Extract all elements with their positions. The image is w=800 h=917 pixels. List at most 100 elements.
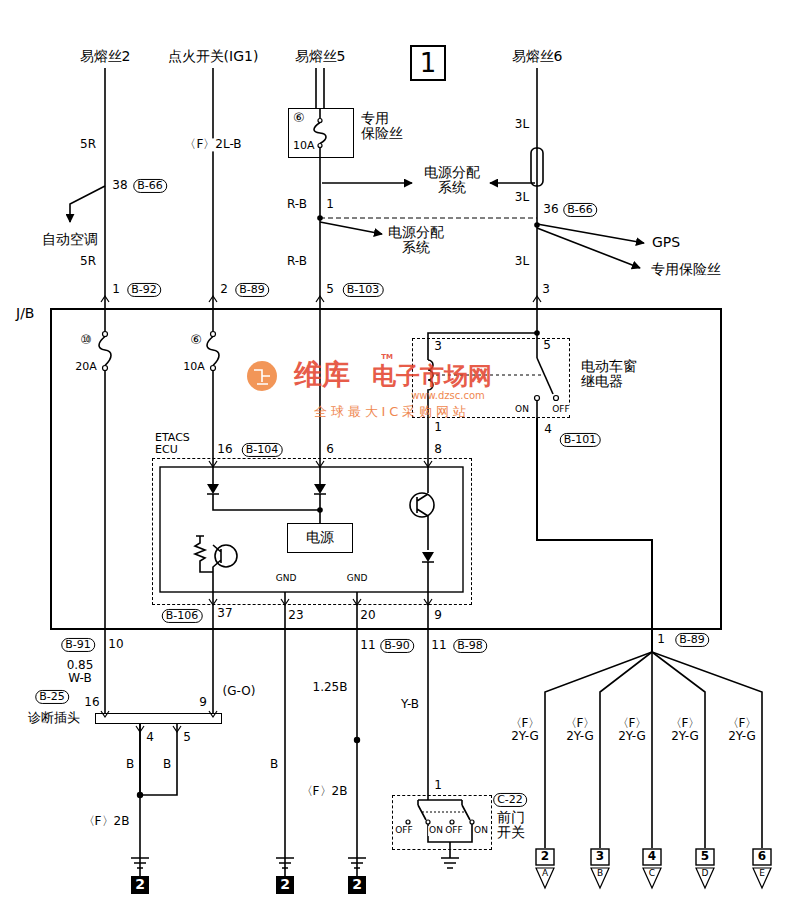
- watermark: 维库: [293, 360, 351, 391]
- wire-label: 点火开关(IG1): [167, 49, 260, 64]
- connector-id: B-89: [235, 283, 269, 297]
- connector-id: B-25: [35, 690, 69, 704]
- wire-label: GND: [275, 574, 298, 584]
- terminal-triangle: [643, 868, 661, 888]
- wire-connector: [104, 630, 106, 713]
- watermark-logo: [247, 361, 277, 391]
- wire-label: 〈F〉2B: [82, 815, 131, 828]
- wire-label: Y-B: [400, 698, 420, 711]
- wire-label: 〈F〉 2Y-G: [723, 717, 761, 743]
- wire-label: 1: [433, 421, 443, 434]
- wire: [212, 458, 214, 484]
- watermark: www.dzsc.com: [410, 390, 486, 401]
- node-title: 2: [535, 850, 555, 863]
- wire-label: B: [269, 758, 279, 771]
- terminal-circle: [318, 119, 322, 123]
- wire-label: 3L: [514, 118, 530, 131]
- wire: [70, 186, 105, 222]
- terminal-circle: [103, 332, 108, 337]
- wire: [195, 536, 213, 572]
- wire-connector: [427, 605, 429, 795]
- terminal-circle: [554, 396, 559, 401]
- junction-dot: [317, 507, 323, 513]
- terminal-circle: [103, 366, 108, 371]
- wire-label: 6: [325, 443, 335, 456]
- wire-label: 自动空调: [41, 232, 99, 247]
- fuse-box: ⑥10A专用 保险丝: [288, 108, 354, 158]
- node-text: C: [642, 869, 662, 879]
- terminal-circle: [318, 144, 322, 148]
- terminal-triangle: [536, 868, 554, 888]
- terminal-circle: [450, 820, 454, 824]
- wire-connector: [212, 605, 214, 713]
- terminal-circle: [535, 396, 540, 401]
- junction-dot: [137, 215, 540, 798]
- wire: [417, 494, 428, 550]
- wire: [410, 493, 434, 517]
- connector-id: B-98: [453, 639, 487, 653]
- wire-label: 〈F〉2L-B: [183, 138, 242, 151]
- connector-id: B-92: [127, 283, 161, 297]
- node-text: E: [752, 869, 772, 879]
- terminal-box: [753, 849, 771, 865]
- wire-label: 11: [359, 639, 376, 652]
- node-text: A: [535, 869, 555, 879]
- node-title: 电动车窗 继电器: [581, 359, 639, 390]
- wire: [537, 228, 640, 268]
- connector-id: B-66: [563, 203, 597, 217]
- wire-connector: [427, 418, 429, 458]
- terminal-triangle: [591, 868, 609, 888]
- wire-label: 专用保险丝: [650, 262, 722, 277]
- wire: [101, 296, 541, 302]
- wire-label: 5: [325, 283, 335, 296]
- wire: [422, 562, 434, 605]
- connector-id: B-103: [343, 283, 384, 297]
- connector-terminal: 5D: [695, 848, 715, 890]
- wire: [314, 494, 326, 523]
- terminal-box: [536, 849, 554, 865]
- wire-label: 9: [433, 609, 443, 622]
- wire: [441, 858, 459, 868]
- watermark-logo: [254, 370, 270, 384]
- wire-label: 38: [111, 179, 128, 192]
- wire: [536, 68, 538, 358]
- node-title: 1: [412, 49, 444, 78]
- wire: [314, 123, 326, 144]
- node-title: 5: [695, 850, 715, 863]
- wire-label: 1: [656, 633, 666, 646]
- wire: [215, 545, 237, 567]
- wire-label: 16: [83, 696, 100, 709]
- wire: [104, 371, 106, 631]
- wire-label: ON: [514, 405, 530, 415]
- node-text: 10A: [293, 140, 315, 152]
- wire-label: 电源分配 系统: [385, 225, 447, 256]
- wire: [209, 461, 432, 467]
- diode-symbol: [422, 552, 434, 562]
- watermark: 全球最大IC采购网站: [313, 405, 472, 419]
- page-number-box: 1: [410, 45, 446, 81]
- door-switch-box: 前门 开关: [392, 795, 492, 850]
- wire-label: 3L: [514, 255, 530, 268]
- power-supply-box: 电源: [287, 523, 353, 553]
- terminal-triangle: [753, 868, 771, 888]
- wire-label: 23: [287, 609, 304, 622]
- wire-connector: [356, 605, 358, 876]
- wire: [160, 467, 463, 592]
- wire-label: 〈F〉 2Y-G: [561, 717, 599, 743]
- node-text: B: [590, 869, 610, 879]
- wire-label: 10: [107, 638, 124, 651]
- wire-connector: [537, 418, 762, 848]
- terminal-triangle: [696, 868, 714, 888]
- wire-label: 0.85 W-B: [63, 659, 97, 685]
- wire-label: OFF: [551, 405, 570, 415]
- wire: [418, 795, 470, 820]
- wire-connector: [319, 158, 321, 308]
- ground-reference: 2: [348, 876, 366, 894]
- wire-label: B: [162, 758, 172, 771]
- wire-label: 20: [359, 609, 376, 622]
- wire-label: 3L: [514, 191, 530, 204]
- connector-id: B-89: [675, 633, 709, 647]
- node-title: 诊断插头: [28, 711, 90, 725]
- node-title: 2: [348, 877, 366, 892]
